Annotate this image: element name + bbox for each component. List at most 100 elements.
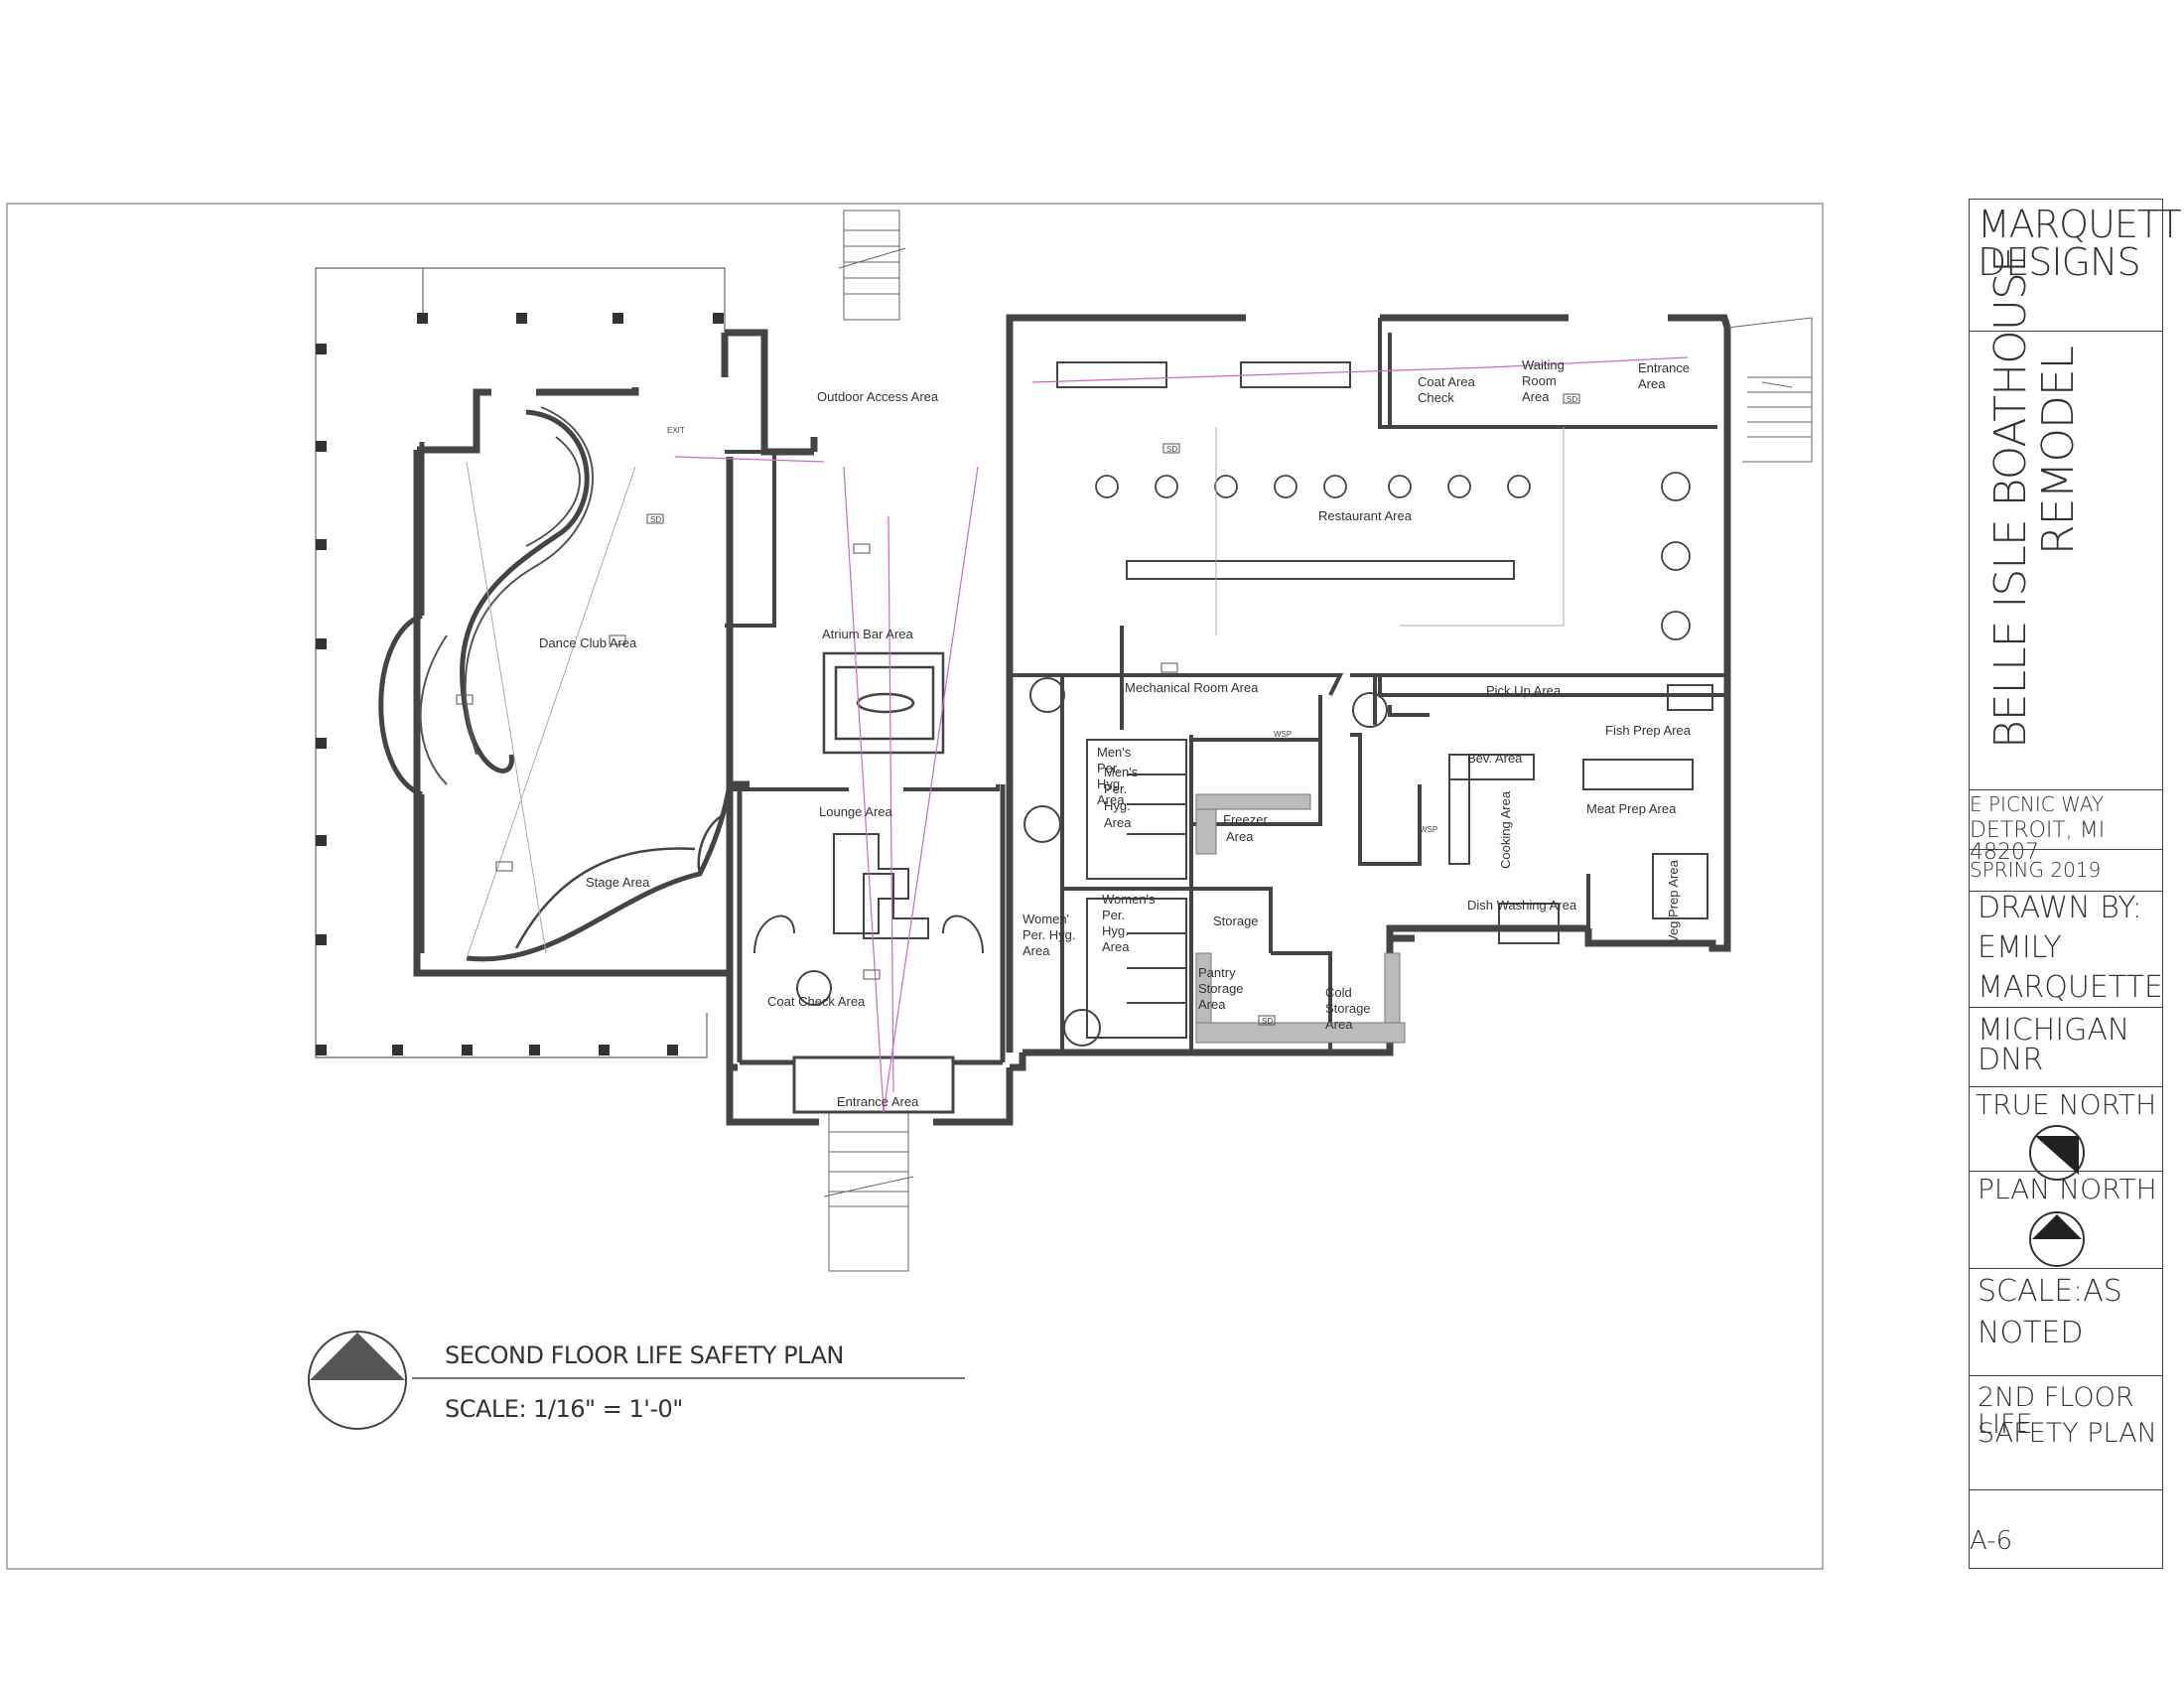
label-stage: Stage Area xyxy=(586,875,650,890)
tag-wsp-2: WSP xyxy=(1420,825,1437,834)
label-entrance-top-1: Entrance xyxy=(1638,360,1690,375)
label-coat-check: Coat Check Area xyxy=(767,994,866,1009)
tb-drawn-name-2: MARQUETTE xyxy=(1978,970,2163,1005)
tb-project-cell: BELLE ISLE BOATHOUSE REMODEL xyxy=(1970,246,2162,790)
label-mens2-2: Per. xyxy=(1104,781,1127,796)
label-pantry-2: Storage xyxy=(1198,981,1244,996)
label-freezer-1: Freezer xyxy=(1223,812,1268,827)
label-pick-up: Pick Up Area xyxy=(1486,683,1562,698)
label-womens-2: Per. xyxy=(1102,908,1125,922)
label-veg-prep: Veg Prep Area xyxy=(1666,859,1681,943)
label-womenl-2: Per. Hyg. xyxy=(1023,927,1075,942)
tag-sd-1: SD xyxy=(650,515,661,524)
label-mens-4: Area xyxy=(1097,792,1125,807)
tag-exit-1: EXIT xyxy=(667,426,685,435)
stair-right xyxy=(1726,317,1813,463)
label-womenl-1: Women' xyxy=(1023,912,1069,926)
label-mens2-3: Hyg. xyxy=(1104,798,1131,813)
label-meat-prep: Meat Prep Area xyxy=(1586,801,1677,816)
smoke-detectors xyxy=(456,393,1580,1026)
tb-sheet-title-cell: 2ND FLOOR LIFE SAFETY PLAN xyxy=(1970,1376,2162,1490)
walls xyxy=(413,314,1731,1126)
label-mens2-1: Men's xyxy=(1104,765,1139,779)
partitions xyxy=(725,318,1727,1053)
tag-sd-4: SD xyxy=(1262,1017,1273,1026)
label-waiting-1: Waiting xyxy=(1522,357,1565,372)
tag-sd-2: SD xyxy=(1166,445,1177,454)
tb-plan-north-label: PLAN NORTH xyxy=(1978,1173,2157,1205)
egress-paths xyxy=(674,356,1689,1113)
label-entrance: Entrance Area xyxy=(837,1094,919,1109)
lounge-walls xyxy=(737,784,1006,1114)
storage-shelving xyxy=(1195,793,1406,1044)
guide-lines xyxy=(466,427,1565,959)
label-cold-3: Area xyxy=(1325,1017,1353,1032)
kitchen-elements xyxy=(1448,684,1713,944)
drawing-title-name: SECOND FLOOR LIFE SAFETY PLAN xyxy=(445,1341,844,1369)
label-bev: Bev. Area xyxy=(1467,751,1523,766)
label-mens-1: Men's xyxy=(1097,745,1132,760)
tb-sheet-title-1: 2ND FLOOR LIFE xyxy=(1978,1382,2134,1440)
tb-scale-1: SCALE:AS xyxy=(1978,1274,2122,1309)
tb-term: SPRING 2019 xyxy=(1970,858,2102,882)
tb-address-2: DETROIT, MI 48207 xyxy=(1970,818,2106,865)
label-womens-4: Area xyxy=(1102,939,1130,954)
tb-sheet-number-cell: A-6 xyxy=(1970,1490,2162,1568)
label-mens2-4: Area xyxy=(1104,815,1132,830)
tb-true-north-label: TRUE NORTH xyxy=(1976,1088,2157,1121)
label-outdoor-access: Outdoor Access Area xyxy=(817,389,939,404)
tb-drawn-cell: DRAWN BY: EMILY MARQUETTE xyxy=(1970,892,2163,1008)
tb-project-line1: BELLE ISLE BOATHOUSE xyxy=(1985,246,2036,749)
tb-address-cell: E PICNIC WAY DETROIT, MI 48207 xyxy=(1970,790,2162,864)
terrace-columns xyxy=(316,313,724,1055)
label-restaurant: Restaurant Area xyxy=(1318,508,1413,523)
label-mens-2: Per. xyxy=(1097,761,1120,775)
label-atrium-bar: Atrium Bar Area xyxy=(822,627,914,641)
label-waiting-2: Room xyxy=(1522,373,1557,388)
atrium-bar xyxy=(822,651,945,755)
round-columns xyxy=(796,677,1388,1047)
tb-address-1: E PICNIC WAY xyxy=(1970,792,2105,816)
label-womenl-3: Area xyxy=(1023,943,1050,958)
label-mechanical: Mechanical Room Area xyxy=(1125,680,1259,695)
tb-project-line2: REMODEL xyxy=(2033,346,2085,555)
tb-client: MICHIGAN DNR xyxy=(1978,1013,2130,1077)
tb-project-name: BELLE ISLE BOATHOUSE REMODEL xyxy=(1985,246,2085,749)
true-north-icon xyxy=(2029,1125,2085,1181)
tb-drawn-name-1: EMILY xyxy=(1978,930,2062,965)
plan-north-arrow xyxy=(308,1331,407,1430)
dance-club-bench xyxy=(419,406,594,785)
label-entrance-top-2: Area xyxy=(1638,376,1666,391)
tb-sheet-title-2: SAFETY PLAN xyxy=(1978,1418,2157,1449)
tb-scale-cell: SCALE:AS NOTED xyxy=(1970,1269,2162,1376)
label-womens-3: Hyg. xyxy=(1102,923,1129,938)
stair-top xyxy=(838,210,906,321)
label-pantry-3: Area xyxy=(1198,997,1226,1012)
label-mens-3: Hyg. xyxy=(1097,776,1124,791)
stair-bottom xyxy=(823,1111,914,1272)
restroom-stalls xyxy=(1086,739,1187,1039)
dance-club-walls xyxy=(378,409,733,962)
tb-sheet-number: A-6 xyxy=(1970,1526,2013,1556)
label-dance-club: Dance Club Area xyxy=(539,635,637,650)
stage-arc xyxy=(514,812,726,949)
plan-north-icon xyxy=(2029,1211,2085,1267)
symbol-tags: SD SD SD SD EXIT WSP WSP xyxy=(650,395,1577,1026)
banquet-tables xyxy=(1056,361,1515,580)
tb-plan-north-cell: PLAN NORTH xyxy=(1970,1172,2162,1269)
room-labels: Outdoor Access Area Dance Club Area Stag… xyxy=(539,357,1692,1109)
label-coat-area-1: Coat Area xyxy=(1418,374,1476,389)
restaurant-tables xyxy=(1095,472,1691,640)
label-coat-area-2: Check xyxy=(1418,390,1454,405)
label-fish-prep: Fish Prep Area xyxy=(1605,723,1692,738)
tb-firm-cell: MARQUETTE DESIGNS xyxy=(1970,200,2184,332)
label-pantry-1: Pantry xyxy=(1198,965,1236,980)
label-cold-1: Cold xyxy=(1325,985,1352,1000)
tag-wsp-1: WSP xyxy=(1274,730,1292,739)
label-cold-2: Storage xyxy=(1325,1001,1371,1016)
lounge-furniture xyxy=(753,833,984,954)
tb-client-cell: MICHIGAN DNR xyxy=(1970,1008,2162,1087)
sheet-border xyxy=(6,203,1824,1570)
title-block: MARQUETTE DESIGNS BELLE ISLE BOATHOUSE R… xyxy=(1969,199,2184,1569)
